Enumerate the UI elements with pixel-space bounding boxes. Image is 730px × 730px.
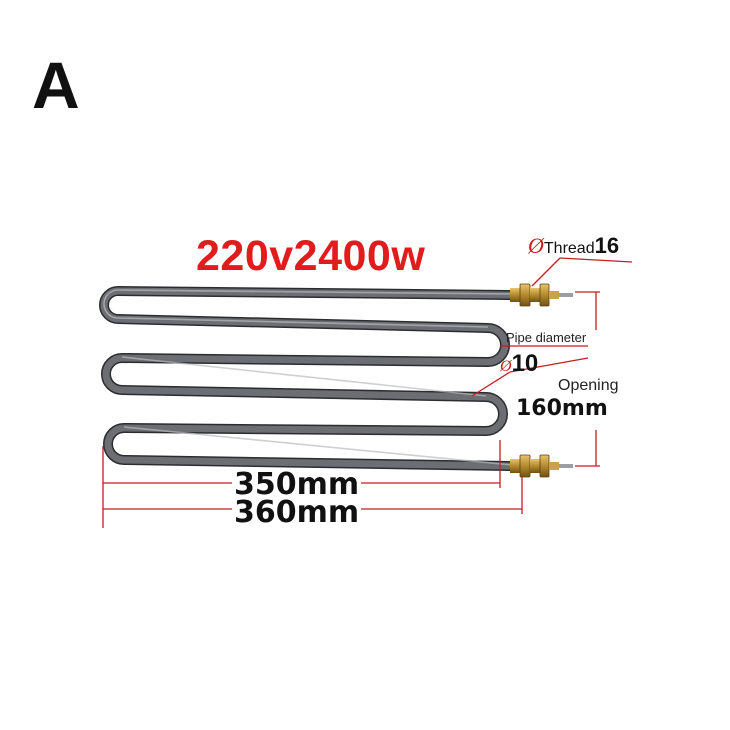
thread-label: Thread bbox=[543, 240, 595, 257]
heating-tube bbox=[99, 286, 513, 471]
pipe-diameter-leader-line bbox=[471, 345, 589, 397]
voltage-power-spec: 220v2400w bbox=[196, 232, 426, 280]
panel-letter: A bbox=[32, 48, 80, 122]
pipe-diameter-annotation: Ø10 bbox=[500, 350, 538, 378]
bottom-terminal-fitting bbox=[510, 454, 573, 478]
pipe-diameter-label: Pipe diameter bbox=[506, 330, 587, 345]
inner-length-value: 350mm bbox=[232, 467, 362, 502]
outer-length-value: 360mm bbox=[232, 495, 362, 530]
opening-value: 160mm bbox=[516, 396, 608, 421]
pipe-diameter-value: 10 bbox=[511, 350, 539, 377]
thread-value: 16 bbox=[594, 233, 620, 258]
thread-annotation: ØThread16 bbox=[528, 233, 619, 259]
opening-dimension-line bbox=[575, 291, 600, 467]
opening-label: Opening bbox=[558, 377, 619, 394]
thread-leader-line bbox=[531, 257, 633, 287]
diameter-symbol: Ø bbox=[500, 358, 512, 375]
diameter-symbol: Ø bbox=[528, 233, 544, 258]
top-terminal-fitting bbox=[510, 283, 573, 307]
